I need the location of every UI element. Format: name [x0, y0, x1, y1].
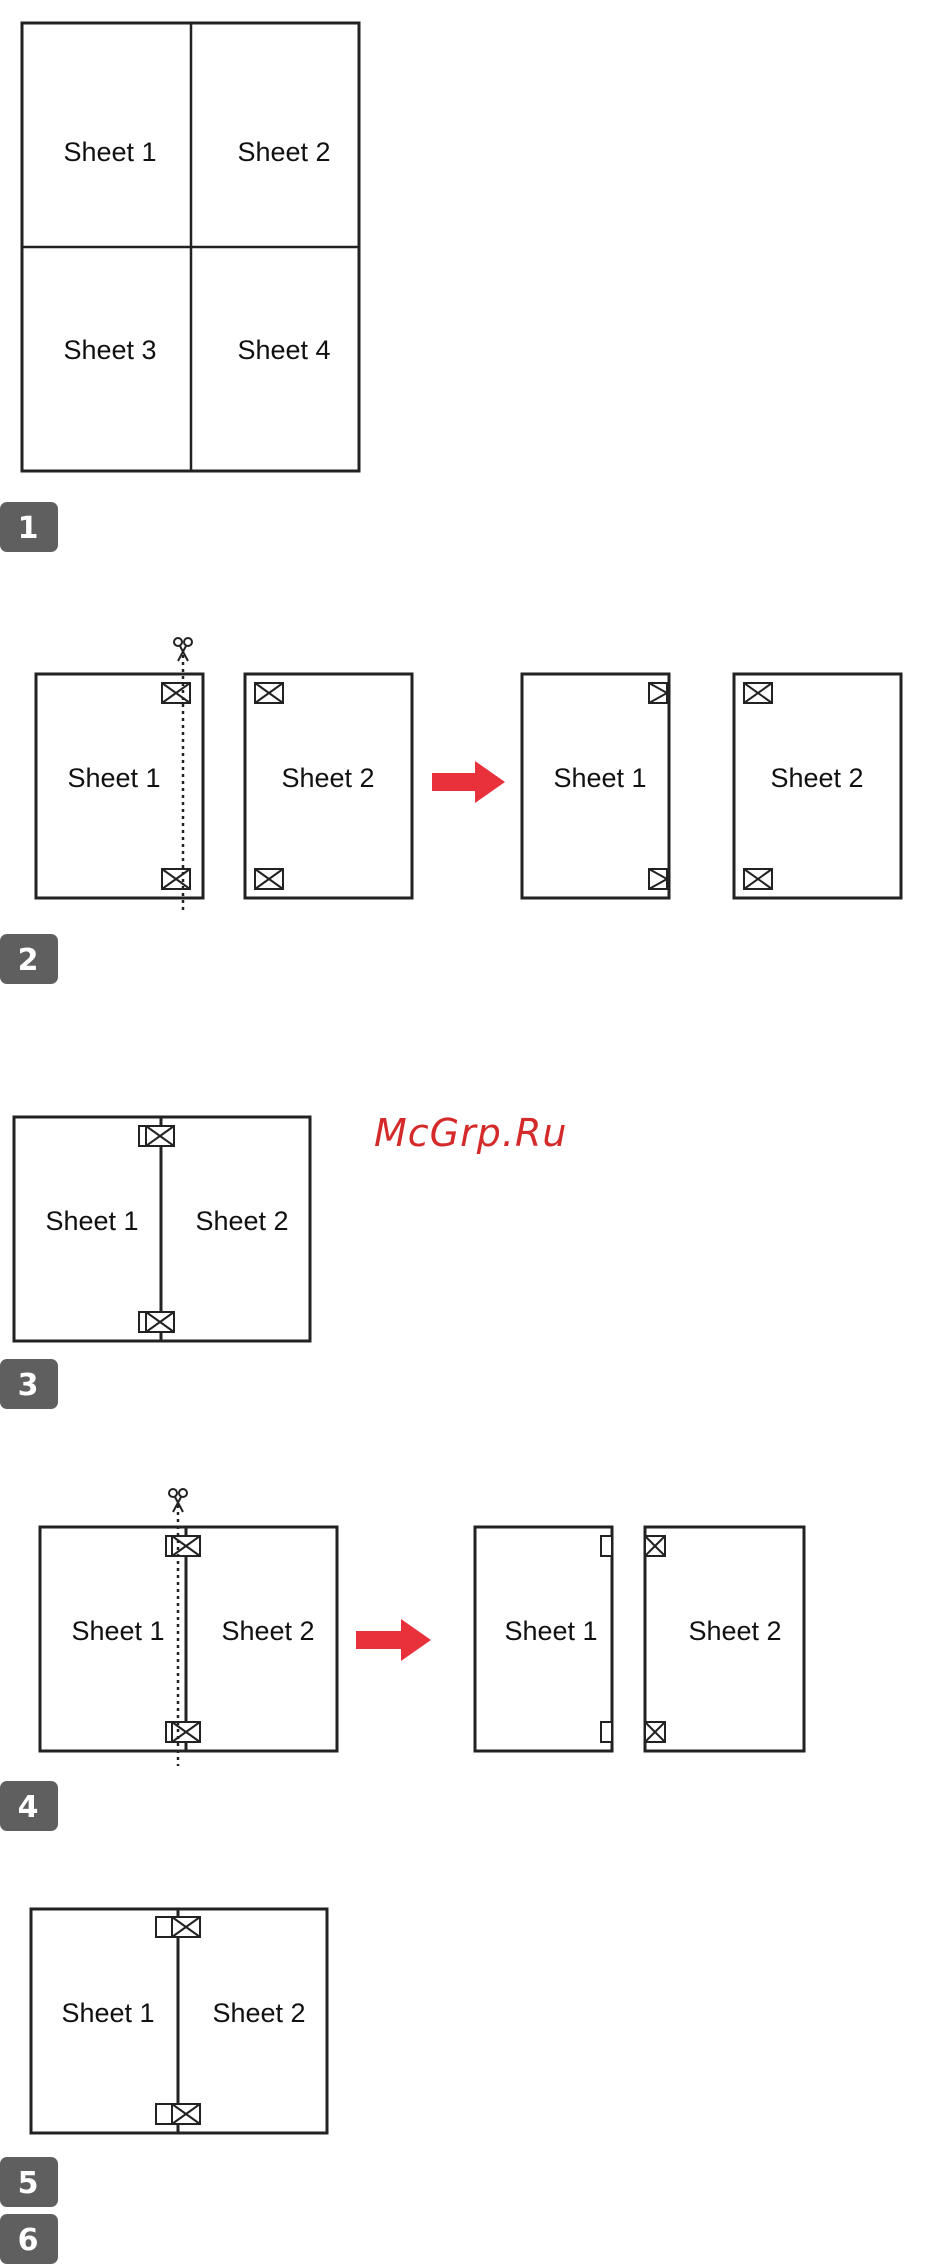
- sheet-label: Sheet 2: [281, 763, 374, 793]
- step-number-badge: 6: [0, 2214, 58, 2264]
- arrow-right-icon: [432, 761, 505, 803]
- step-4-diagram: Sheet 1 Sheet 2 Sheet 1 Sheet 2: [40, 1489, 804, 1766]
- sheet-label: Sheet 1: [553, 763, 646, 793]
- svg-text:2: 2: [18, 943, 39, 978]
- sheet-label: Sheet 2: [237, 137, 330, 167]
- sheet-label: Sheet 2: [688, 1616, 781, 1646]
- svg-text:3: 3: [18, 1368, 39, 1403]
- sheet-label: Sheet 1: [504, 1616, 597, 1646]
- sheet-label: Sheet 1: [67, 763, 160, 793]
- sheet-label: Sheet 1: [63, 137, 156, 167]
- step-number-badge: 1: [0, 502, 58, 552]
- watermark-text: McGrp.Ru: [374, 1111, 567, 1155]
- sheet-label: Sheet 1: [61, 1998, 154, 2028]
- step-number-badge: 3: [0, 1359, 58, 1409]
- sheet-label: Sheet 2: [770, 763, 863, 793]
- sheet-label: Sheet 1: [45, 1206, 138, 1236]
- arrow-right-icon: [356, 1619, 431, 1661]
- step-1-diagram: Sheet 1 Sheet 2 Sheet 3 Sheet 4: [22, 23, 359, 471]
- step-number-badge: 4: [0, 1781, 58, 1831]
- scissors-icon: [169, 1489, 187, 1512]
- step-2-diagram: Sheet 1 Sheet 2 Sheet 1 Sheet 2: [36, 638, 901, 910]
- step-number-badge: 2: [0, 934, 58, 984]
- sheet-label: Sheet 3: [63, 335, 156, 365]
- svg-text:5: 5: [18, 2166, 39, 2201]
- svg-text:4: 4: [18, 1790, 39, 1825]
- sheet-label: Sheet 1: [71, 1616, 164, 1646]
- step-number-badge: 5: [0, 2157, 58, 2207]
- sheet-label: Sheet 2: [212, 1998, 305, 2028]
- sheet-label: Sheet 2: [221, 1616, 314, 1646]
- sheet-label: Sheet 2: [195, 1206, 288, 1236]
- step-3-diagram: Sheet 1 Sheet 2: [14, 1117, 310, 1341]
- svg-text:6: 6: [18, 2223, 39, 2258]
- svg-text:1: 1: [18, 511, 39, 546]
- sheet-label: Sheet 4: [237, 335, 330, 365]
- step-5-diagram: Sheet 1 Sheet 2: [31, 1909, 327, 2133]
